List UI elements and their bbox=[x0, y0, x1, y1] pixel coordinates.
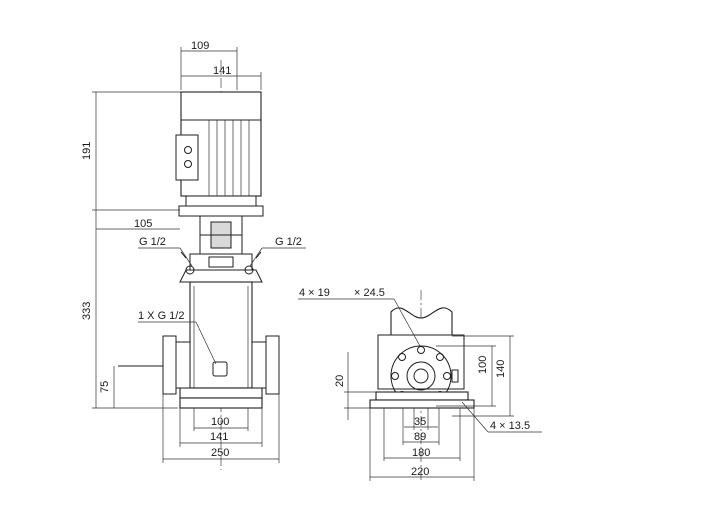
outlet-flange bbox=[265, 335, 280, 395]
base-foot bbox=[179, 397, 263, 409]
pump-sleeve bbox=[189, 281, 253, 389]
pump-head bbox=[179, 215, 263, 283]
dim-pump-height: 333 bbox=[81, 302, 93, 320]
dim-coupling: 105 bbox=[134, 218, 152, 230]
nameplate bbox=[208, 256, 234, 268]
port-left-label: G 1/2 bbox=[139, 236, 166, 248]
dim-port: 89 bbox=[414, 431, 426, 443]
dim-overall-width: 250 bbox=[211, 447, 229, 459]
side-base-upper bbox=[375, 391, 469, 401]
bolt-hole-icon bbox=[391, 372, 399, 380]
side-view: 4 × 19 × 24.5 100 140 20 35 89 4 × 13.5 bbox=[298, 287, 542, 481]
dim-base-inner: 100 bbox=[211, 416, 229, 428]
bolt-pattern-label: 4 × 19 bbox=[299, 287, 330, 299]
dim-motor-width: 141 bbox=[213, 65, 231, 77]
dim-inlet-height: 75 bbox=[99, 381, 111, 393]
motor-stool bbox=[178, 205, 264, 217]
pump-base bbox=[118, 335, 280, 409]
outlet-neck bbox=[251, 341, 267, 389]
dim-base-width: 141 bbox=[210, 431, 228, 443]
inlet-neck bbox=[175, 341, 191, 389]
vent-plug-icon bbox=[244, 265, 254, 275]
base-upper bbox=[179, 387, 263, 399]
front-dimensions: 109 141 191 105 333 75 G 1/2 bbox=[81, 40, 306, 463]
bolt-hole-icon bbox=[417, 346, 425, 354]
drain-port-label: 1 X G 1/2 bbox=[138, 310, 184, 322]
flange-bore bbox=[406, 361, 436, 391]
dim-base-height: 20 bbox=[334, 375, 346, 387]
side-nipple bbox=[451, 369, 459, 383]
port-right-label: G 1/2 bbox=[275, 236, 302, 248]
foot-holes-label: 4 × 13.5 bbox=[490, 420, 530, 432]
dim-flange-inner: 100 bbox=[477, 356, 489, 374]
bolt-hole-label: × 24.5 bbox=[354, 287, 385, 299]
cable-gland-icon bbox=[184, 160, 192, 168]
drain-plug bbox=[212, 361, 228, 377]
bolt-hole-icon bbox=[398, 353, 406, 361]
cable-gland-icon bbox=[184, 146, 192, 154]
flange-inner-bore bbox=[413, 368, 429, 384]
dim-flange-outer: 140 bbox=[495, 360, 507, 378]
bolt-hole-icon bbox=[436, 353, 444, 361]
dim-side-base-width: 220 bbox=[411, 466, 429, 478]
terminal-box bbox=[175, 134, 199, 181]
dim-foot-pitch: 180 bbox=[412, 447, 430, 459]
head-flange bbox=[179, 269, 263, 283]
bolt-hole-icon bbox=[443, 372, 451, 380]
vent-plug-icon bbox=[185, 265, 195, 275]
side-base-foot bbox=[369, 399, 475, 409]
inlet-flange bbox=[162, 335, 177, 395]
motor-flange bbox=[185, 195, 257, 207]
dim-bore: 35 bbox=[414, 416, 426, 428]
motor bbox=[175, 91, 264, 217]
dim-motor-height: 191 bbox=[81, 142, 93, 160]
dim-top-width: 109 bbox=[191, 40, 209, 52]
front-view: 109 141 191 105 333 75 G 1/2 bbox=[81, 40, 306, 470]
